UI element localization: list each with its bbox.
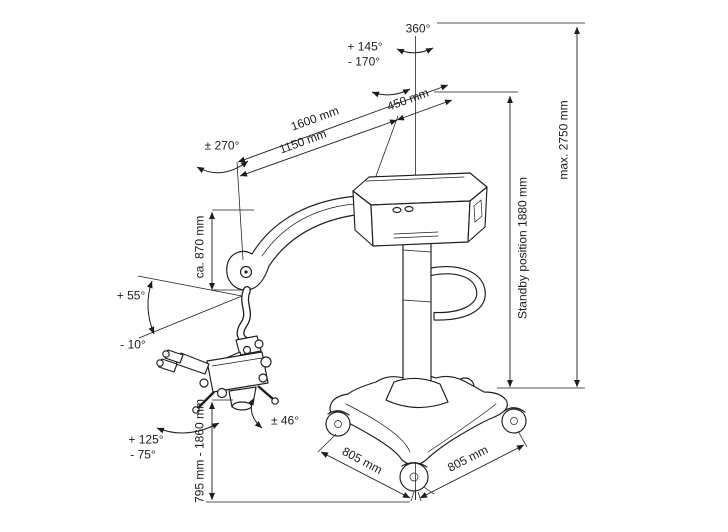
label-rotation-360: 360°	[405, 21, 431, 36]
steering-handle	[430, 266, 486, 321]
dim-line-805mm-right	[419, 444, 525, 499]
suspension-link	[235, 286, 264, 356]
dim-line-450mm	[396, 99, 453, 121]
label-scope-rotation-minus: - 75°	[130, 447, 156, 462]
optics-carrier-housing	[352, 172, 488, 247]
label-vertical-travel: ca. 870 mm	[192, 215, 207, 279]
tilt-arrow-46	[248, 397, 263, 429]
rotation-arrow-145-170	[371, 88, 411, 98]
rotation-arrow-360	[396, 47, 434, 55]
carrier-arm	[226, 195, 363, 291]
tilt-arrow-55-10	[146, 280, 155, 335]
label-standby-height: Standby position 1880 mm	[515, 176, 530, 320]
rotation-arrows	[146, 47, 434, 434]
label-tilt-down: - 10°	[120, 337, 146, 352]
caster-wheel-front	[399, 462, 435, 495]
caster-wheel-left	[325, 410, 351, 437]
dimension-lines	[209, 26, 580, 501]
label-rotation-270: ± 270°	[204, 138, 240, 153]
label-arm-swing-plus: + 145°	[347, 39, 383, 54]
dim-line-1150mm	[239, 119, 398, 177]
label-scope-tilt: ± 46°	[270, 413, 300, 428]
label-working-height: 795 mm - 1860 mm	[192, 398, 207, 504]
rotation-arrow-125-75	[156, 422, 220, 434]
caster-wheel-right	[501, 407, 527, 434]
label-scope-rotation-plus: + 125°	[128, 432, 164, 447]
angle-rays	[137, 275, 243, 339]
dim-line-805mm-left	[320, 451, 411, 499]
extension-lines	[206, 22, 585, 503]
rotation-arrow-270	[196, 160, 249, 174]
label-max-height: max. 2750 mm	[556, 100, 571, 180]
label-tilt-up: + 55°	[116, 288, 146, 303]
lift-column	[385, 239, 449, 409]
label-arm-swing-minus: - 170°	[347, 54, 381, 69]
microscope-head	[156, 345, 279, 414]
